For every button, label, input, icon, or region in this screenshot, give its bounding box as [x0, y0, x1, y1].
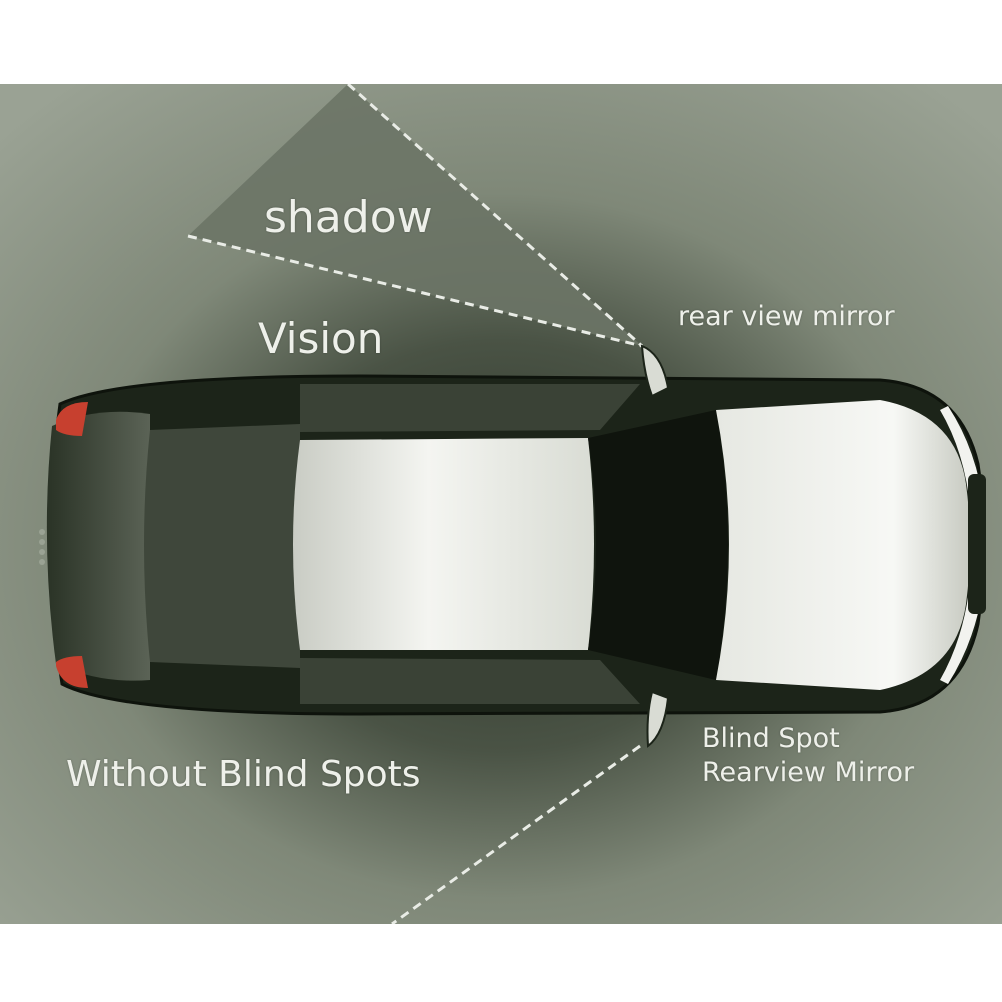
- blind-spot-mirror-label: Blind Spot Rearview Mirror: [702, 722, 914, 790]
- tail-light-bottom: [56, 656, 88, 688]
- without-blind-spots-label: Without Blind Spots: [66, 754, 421, 795]
- roof: [293, 438, 594, 650]
- car-rear: [46, 411, 150, 681]
- blind-spot-line: [391, 744, 641, 924]
- car-diagram: [0, 84, 1002, 924]
- shadow-label: shadow: [264, 192, 433, 243]
- blind-spot-label-line1: Blind Spot: [702, 723, 840, 754]
- windshield: [588, 410, 728, 680]
- rear-view-mirror-label: rear view mirror: [678, 301, 895, 332]
- rear-window: [144, 424, 300, 668]
- hood: [716, 400, 970, 690]
- illustration: shadow Vision rear view mirror Without B…: [0, 84, 1002, 924]
- emblem-dot: [39, 529, 45, 535]
- rear-view-mirror-top: [640, 344, 670, 398]
- emblem-dot: [39, 539, 45, 545]
- emblem-dot: [39, 549, 45, 555]
- blind-spot-mirror-bottom: [646, 690, 670, 748]
- side-window-top: [300, 384, 640, 432]
- blind-spot-label-line2: Rearview Mirror: [702, 757, 915, 788]
- shadow-edge-line: [347, 84, 643, 348]
- tail-light-top: [56, 402, 88, 436]
- car: [39, 344, 986, 748]
- side-window-bottom: [300, 658, 640, 704]
- vision-label: Vision: [258, 314, 384, 363]
- emblem-dot: [39, 559, 45, 565]
- vision-edge-line: [187, 234, 643, 348]
- shadow-zone: [188, 84, 642, 346]
- front-grille: [968, 474, 986, 614]
